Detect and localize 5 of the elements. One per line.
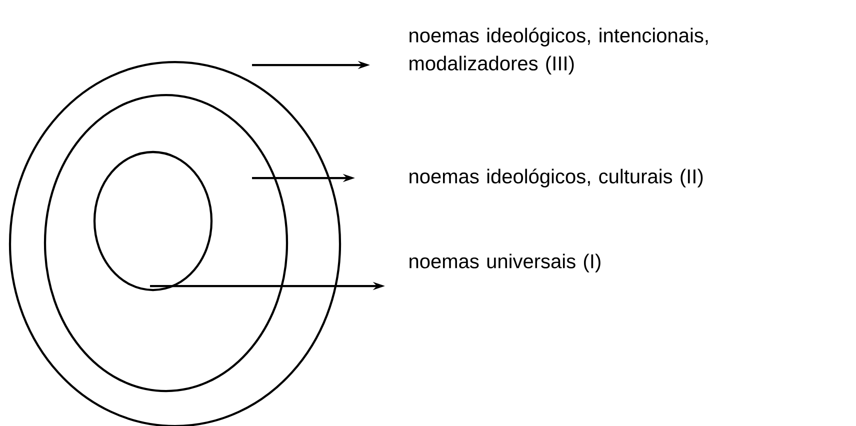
ellipse <box>93 150 213 292</box>
text-label: noemas ideológicos, intencionais, modalizadores (III) <box>410 28 708 74</box>
ellipse <box>44 94 288 392</box>
text-label: noemas universais (I) <box>410 254 600 272</box>
text-label: noemas ideológicos, culturais (II) <box>410 168 703 188</box>
